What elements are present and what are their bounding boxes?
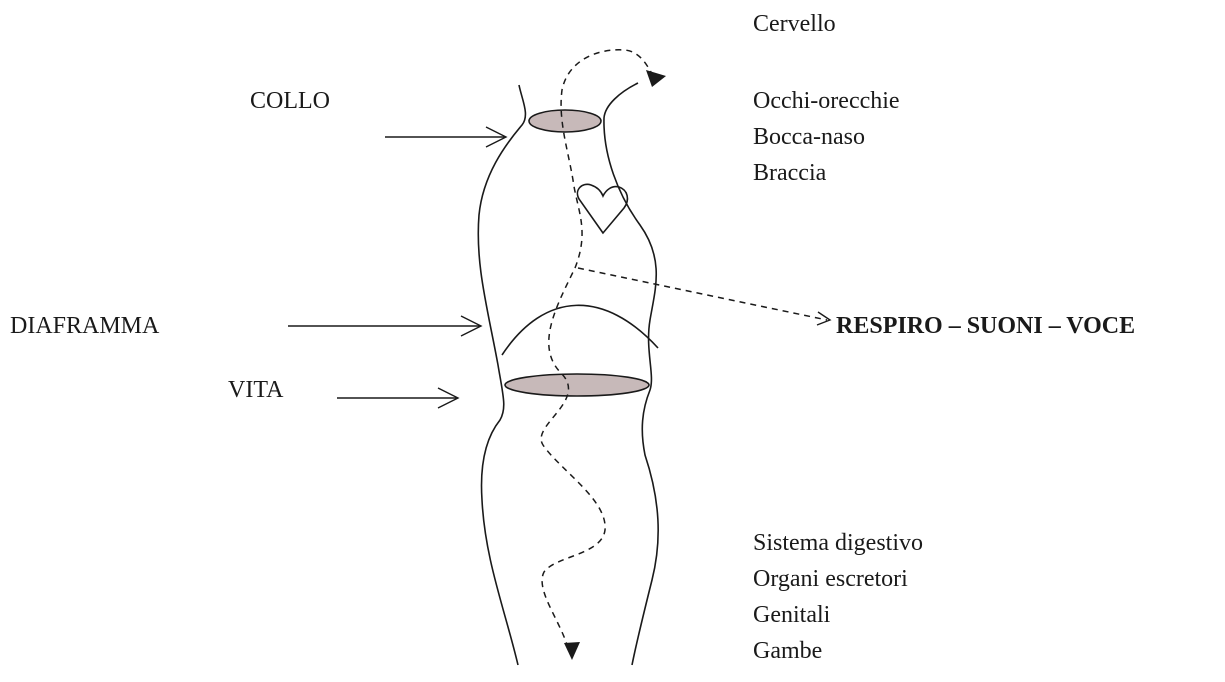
energy-path-up <box>541 50 654 648</box>
lower-list-item: Sistema digestivo <box>753 530 923 556</box>
arrowhead-up-icon <box>646 70 666 87</box>
neck-band <box>529 110 601 132</box>
breath-path <box>578 268 827 320</box>
waist-band <box>505 374 649 396</box>
arrowhead-down-icon <box>564 642 580 660</box>
label-collo: COLLO <box>250 88 330 114</box>
upper-list-item: Bocca-naso <box>753 124 865 150</box>
label-vita: VITA <box>228 377 284 403</box>
lower-list-item: Gambe <box>753 638 822 664</box>
lower-list-item: Organi escretori <box>753 566 908 592</box>
label-diaframma: DIAFRAMMA <box>10 313 160 339</box>
label-respiro: RESPIRO – SUONI – VOCE <box>836 313 1135 339</box>
diaphragm-arc <box>502 305 658 355</box>
body-right-contour <box>604 83 658 665</box>
upper-list-item: Occhi-orecchie <box>753 88 900 114</box>
body-left-contour <box>478 85 525 665</box>
pointer-arrows <box>288 127 506 408</box>
body-outline <box>478 83 658 665</box>
lower-list-item: Genitali <box>753 602 831 628</box>
upper-list-item: Braccia <box>753 160 827 186</box>
upper-list-title: Cervello <box>753 11 836 37</box>
